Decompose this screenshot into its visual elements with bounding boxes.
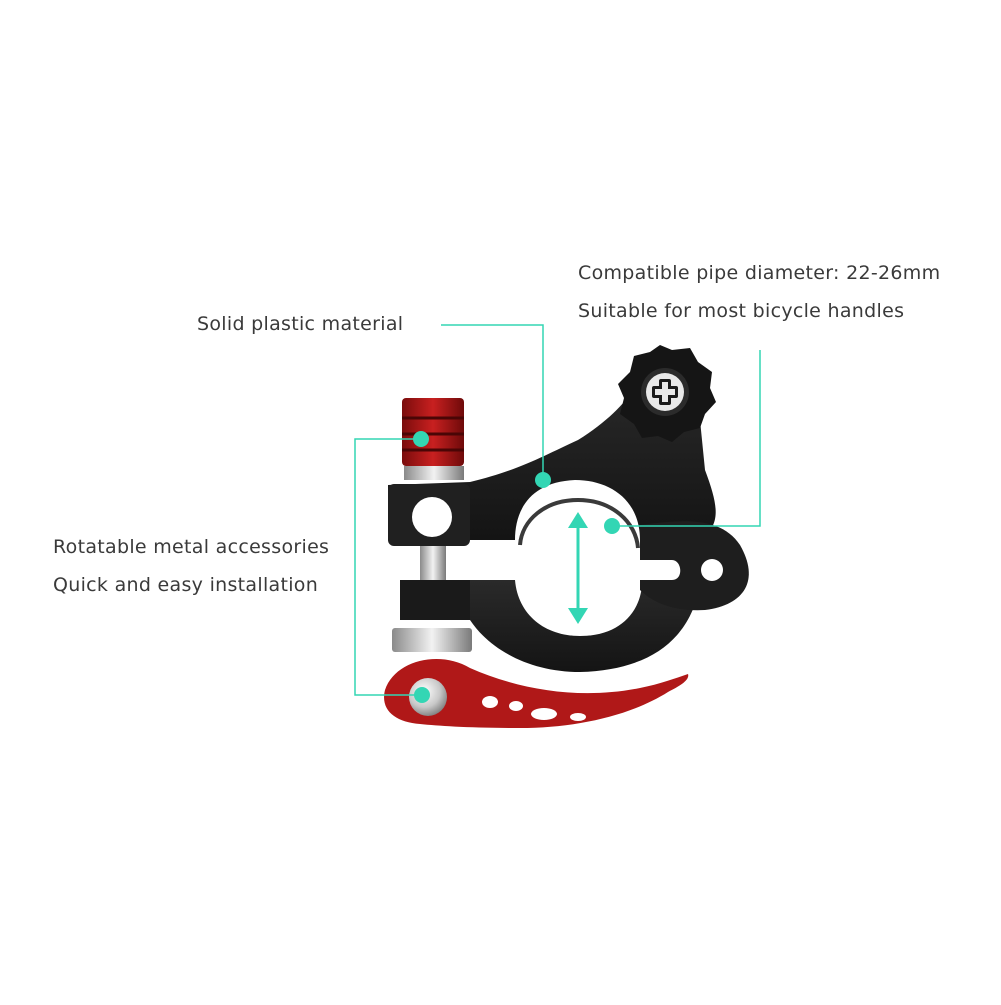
callout-line-metal	[354, 438, 420, 696]
callout-pipe-compat-label: Suitable for most bicycle handles	[578, 300, 905, 322]
clamp-slot	[640, 560, 681, 580]
callout-metal-label: Rotatable metal accessories	[53, 536, 330, 558]
clamp-hinge	[640, 521, 749, 611]
bolt-shaft	[420, 546, 446, 580]
callout-line-pipe	[612, 350, 761, 527]
red-nut[interactable]	[402, 398, 464, 480]
callout-line-plastic	[441, 324, 544, 480]
callout-lines	[354, 324, 761, 696]
callout-pipe-diameter-label: Compatible pipe diameter: 22-26mm	[578, 262, 941, 284]
callout-plastic-label: Solid plastic material	[197, 313, 404, 335]
callout-dot-pipe	[604, 518, 620, 534]
callout-dot-nut	[413, 431, 429, 447]
bolt-hole	[412, 497, 452, 537]
callout-dot-lever	[414, 687, 430, 703]
washer	[392, 628, 472, 652]
clamp-lower-arm	[400, 580, 700, 672]
callout-install-label: Quick and easy installation	[53, 574, 319, 596]
cross-screw-icon[interactable]	[618, 345, 716, 442]
double-arrow-icon	[568, 512, 588, 624]
hinge-hole	[701, 559, 723, 581]
callout-dot-plastic	[535, 472, 551, 488]
lower-block	[400, 580, 470, 620]
